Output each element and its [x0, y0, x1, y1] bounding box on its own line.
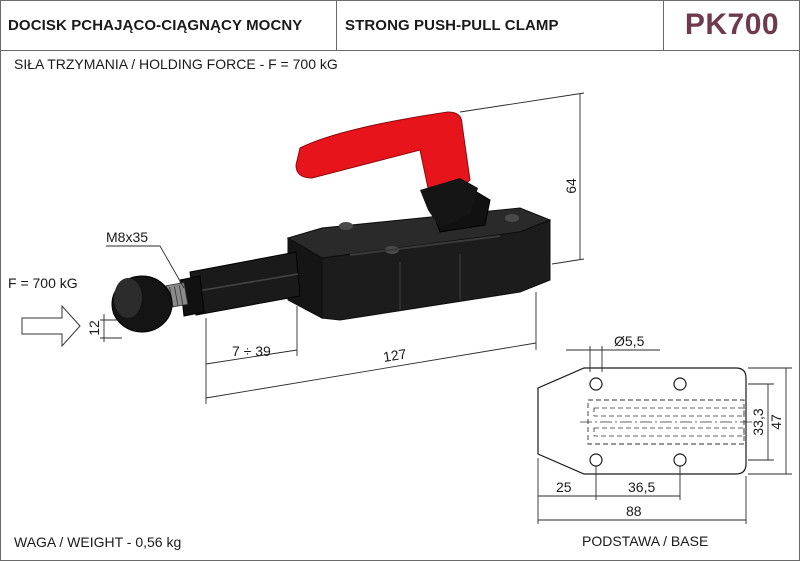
title-pl: DOCISK PCHAJĄCO-CIĄGNĄCY MOCNY [8, 16, 303, 34]
hole-spacing-dimension: 36,5 [628, 479, 655, 495]
title-cell-en: STRONG PUSH-PULL CLAMP [337, 0, 664, 50]
hole-distance-dimension: 33,3 [750, 408, 766, 435]
base-hole [673, 453, 687, 467]
mount-hole [505, 214, 519, 222]
base-drawing [537, 367, 752, 475]
base-hole [589, 377, 603, 391]
length-dimension: 127 [382, 345, 408, 364]
extension-line [459, 92, 585, 113]
title-block: DOCISK PCHAJĄCO-CIĄGNĄCY MOCNY STRONG PU… [0, 0, 800, 51]
height-dimension: 64 [563, 178, 579, 194]
base-offset-dimension: 25 [556, 479, 572, 495]
base-length-dimension: 88 [626, 503, 642, 519]
holding-force-label: SIŁA TRZYMANIA / HOLDING FORCE - F = 700… [14, 56, 338, 72]
thread-leader [106, 245, 185, 289]
stroke-dimension: 7 ÷ 39 [232, 343, 271, 359]
base-caption: PODSTAWA / BASE [582, 533, 709, 549]
base-width-dimension: 47 [768, 414, 784, 430]
clamp-illustration [111, 111, 552, 333]
clamp-base-side [321, 219, 551, 321]
title-cell-pl: DOCISK PCHAJĄCO-CIĄGNĄCY MOCNY [0, 0, 337, 50]
tip-diameter-dimension: 12 [86, 320, 102, 336]
force-arrow [21, 304, 81, 348]
weight-label: WAGA / WEIGHT - 0,56 kg [14, 534, 182, 550]
handle-grip-dark [420, 178, 478, 228]
length-dimension-line [205, 342, 537, 399]
thread-dimension: M8x35 [106, 229, 148, 245]
product-code-cell: PK700 [664, 0, 800, 50]
title-en: STRONG PUSH-PULL CLAMP [345, 16, 559, 34]
force-label: F = 700 kG [8, 275, 78, 291]
base-hole [673, 377, 687, 391]
base-hole [589, 453, 603, 467]
product-code: PK700 [684, 8, 780, 41]
mount-hole [339, 222, 353, 230]
handle [295, 111, 471, 201]
base-outline [537, 367, 747, 475]
extension-line [551, 258, 585, 265]
stroke-dimension-line [205, 349, 298, 365]
hole-diameter-dimension: Ø5,5 [614, 333, 645, 349]
